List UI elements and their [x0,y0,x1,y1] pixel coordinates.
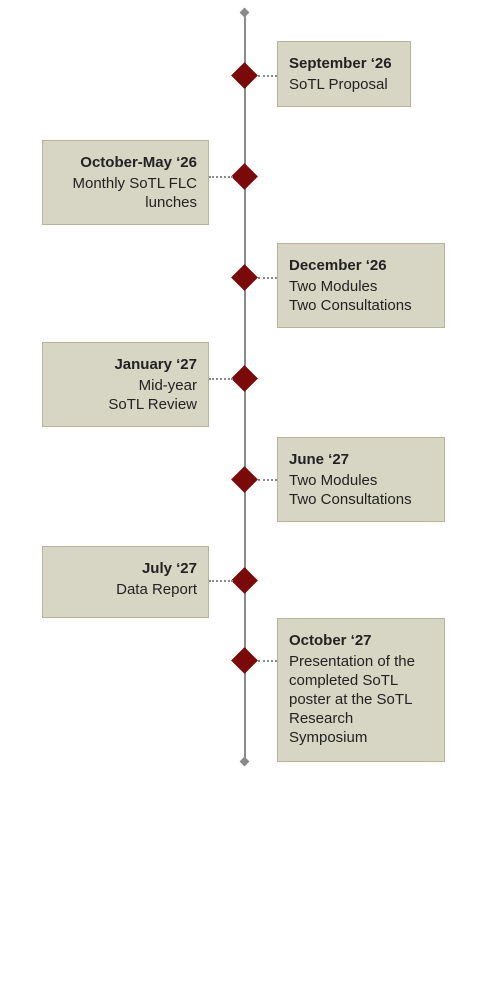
milestone-card: June ‘27 Two Modules Two Consultations [277,437,445,522]
milestone-connector [209,176,233,178]
milestone-connector [209,378,233,380]
milestone-date: October-May ‘26 [80,154,197,171]
milestone-date: January ‘27 [114,356,197,373]
milestone-date: December ‘26 [289,257,387,274]
milestone-connector [258,75,277,77]
milestone-connector [258,479,277,481]
timeline-start-cap [239,7,250,18]
milestone-description: Presentation of the completed SoTL poste… [289,653,415,746]
milestone-connector [209,580,233,582]
milestone-description: Two Modules Two Consultations [289,472,412,508]
milestone-marker [231,264,258,291]
milestone-card: September ‘26 SoTL Proposal [277,41,411,107]
milestone-connector [258,277,277,279]
milestone-marker [231,365,258,392]
milestone-card: December ‘26 Two Modules Two Consultatio… [277,243,445,328]
milestone-date: September ‘26 [289,55,392,72]
milestone-description: Data Report [116,581,197,598]
milestone-description: Two Modules Two Consultations [289,278,412,314]
milestone-marker [231,163,258,190]
milestone-marker [231,466,258,493]
milestone-connector [258,660,277,662]
timeline-end-cap [239,756,250,767]
milestone-card: January ‘27 Mid-year SoTL Review [42,342,209,427]
milestone-description: Monthly SoTL FLC lunches [72,175,198,211]
milestone-marker [231,647,258,674]
milestone-date: July ‘27 [141,560,197,577]
milestone-card: October-May ‘26 Monthly SoTL FLC lunches [42,140,209,225]
milestone-marker [231,567,258,594]
milestone-marker [231,62,258,89]
milestone-date: October ‘27 [289,632,372,649]
milestone-card: July ‘27 Data Report [42,546,209,618]
milestone-card: October ‘27 Presentation of the complete… [277,618,445,762]
milestone-description: SoTL Proposal [289,76,388,93]
milestone-date: June ‘27 [289,451,350,468]
milestone-description: Mid-year SoTL Review [108,377,197,413]
